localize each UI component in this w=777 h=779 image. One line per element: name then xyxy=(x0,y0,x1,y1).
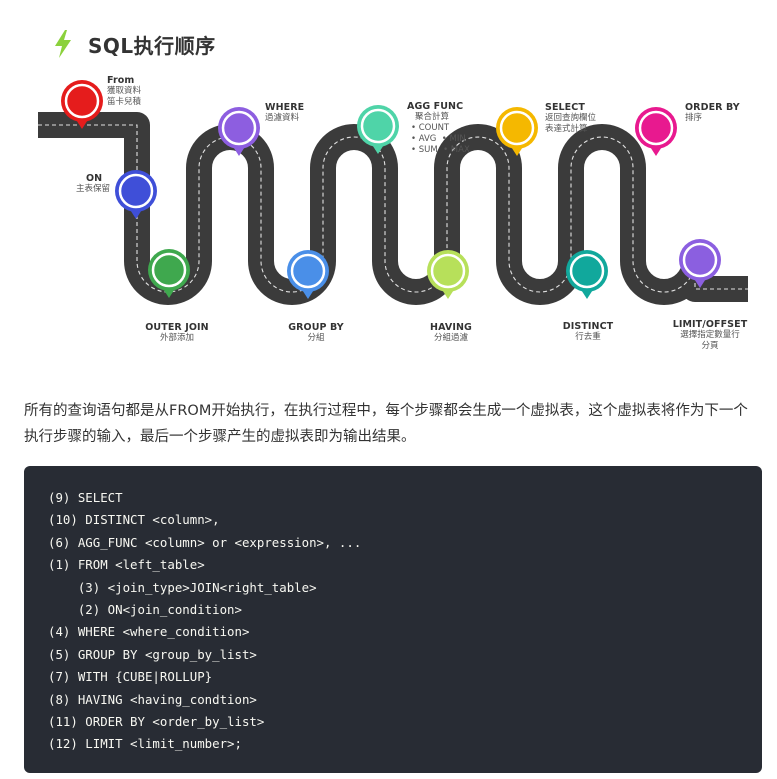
agg-item: • COUNT xyxy=(411,123,450,133)
page-title: SQL执行顺序 xyxy=(88,33,216,58)
sql-execution-order-diagram: From 獲取資料 笛卡兒積 ON 主表保留 OUTER JOIN 外部添加 W… xyxy=(0,68,777,368)
map-pin-limit xyxy=(679,239,721,288)
map-pin-groupby xyxy=(287,250,329,299)
map-pin-outer xyxy=(148,249,190,298)
code-line: (3) <join_type>JOIN<right_table> xyxy=(48,579,317,595)
code-block: (9) SELECT (10) DISTINCT <column>, (6) A… xyxy=(24,466,762,773)
code-line: (11) ORDER BY <order_by_list> xyxy=(48,713,265,729)
section-header: SQL执行顺序 xyxy=(52,28,216,60)
agg-item: • AVG • MIN xyxy=(411,134,466,144)
map-pin-distinct xyxy=(566,250,608,299)
step-order-by-label: ORDER BY 排序 xyxy=(685,102,740,123)
map-pin-having xyxy=(427,250,469,299)
lightning-bolt-icon xyxy=(55,30,71,58)
map-pin-on xyxy=(115,170,157,219)
step-outer-join-label: OUTER JOIN 外部添加 xyxy=(145,322,209,343)
agg-item: • SUM • MAX xyxy=(411,145,470,155)
step-on-label: ON 主表保留 xyxy=(76,173,111,194)
code-line: (6) AGG_FUNC <column> or <expression>, .… xyxy=(48,534,362,550)
map-pin-select xyxy=(496,107,538,156)
code-line: (10) DISTINCT <column>, xyxy=(48,512,220,528)
code-line: (8) HAVING <having_condtion> xyxy=(48,691,257,707)
map-pin-where xyxy=(218,107,260,156)
code-line: (9) SELECT xyxy=(48,490,123,505)
description-paragraph: 所有的查询语句都是从FROM开始执行，在执行过程中，每个步骤都会生成一个虚拟表，… xyxy=(24,403,748,445)
code-line: (7) WITH {CUBE|ROLLUP} xyxy=(48,669,213,685)
step-select-label: SELECT 返回查詢欄位 表達式計算 xyxy=(545,102,597,134)
map-pin-agg xyxy=(357,105,399,154)
code-line: (1) FROM <left_table> xyxy=(48,557,205,573)
code-line: (5) GROUP BY <group_by_list> xyxy=(48,646,257,662)
map-pin-from xyxy=(61,80,103,129)
step-agg-func-label: AGG FUNC 聚合計算 • COUNT • AVG • MIN • SUM … xyxy=(407,101,470,155)
step-group-by-label: GROUP BY 分組 xyxy=(288,322,344,343)
road-graphic xyxy=(38,80,748,305)
step-limit-offset-label: LIMIT/OFFSET 選擇指定數量行 分頁 xyxy=(672,319,748,351)
code-line: (12) LIMIT <limit_number>; xyxy=(48,736,242,752)
step-distinct-label: DISTINCT 行去重 xyxy=(562,321,614,342)
map-pin-orderby xyxy=(635,107,677,156)
step-from-label: From 獲取資料 笛卡兒積 xyxy=(107,75,142,107)
code-line: (4) WHERE <where_condition> xyxy=(48,624,250,640)
step-having-label: HAVING 分組過濾 xyxy=(430,322,472,343)
code-line: (2) ON<join_condition> xyxy=(48,601,242,617)
step-where-label: WHERE 過濾資料 xyxy=(265,102,305,123)
